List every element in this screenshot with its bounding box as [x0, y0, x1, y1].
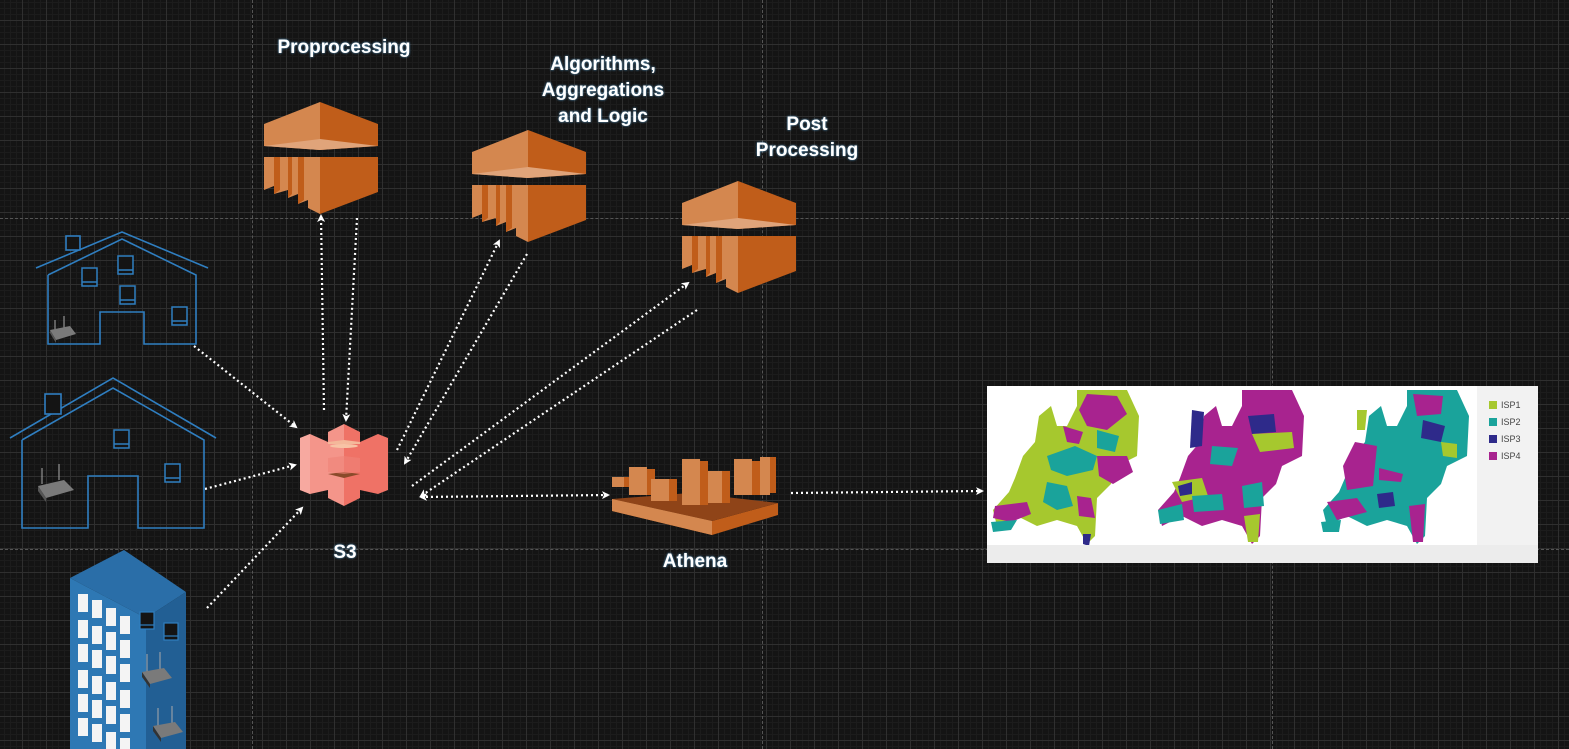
arrow-building-to-s3[interactable] [206, 506, 304, 609]
postprocessing-label[interactable]: Post Processing [755, 114, 859, 161]
router-icon [50, 316, 76, 343]
isp-legend: ISP1 ISP2 ISP3 ISP4 [1489, 396, 1521, 464]
arrow-s3-to-postprocessing[interactable] [411, 281, 690, 487]
arrow-house-large-to-s3[interactable] [204, 462, 297, 491]
page-break-vertical [1272, 0, 1273, 749]
legend-label: ISP3 [1501, 433, 1521, 444]
legend-swatch [1489, 400, 1497, 409]
arrow-preprocessing-to-s3[interactable] [342, 217, 359, 422]
isp-map-1 [991, 390, 1139, 546]
netherlands-maps [987, 386, 1538, 563]
legend-label: ISP4 [1501, 450, 1521, 461]
router-icon [153, 706, 183, 742]
legend-item-isp2: ISP2 [1489, 413, 1521, 430]
arrow-s3-athena-bidirectional[interactable] [419, 491, 610, 501]
isp-map-3 [1321, 390, 1469, 544]
algorithms-label[interactable]: Algorithms, Aggregations and Logic [541, 54, 665, 127]
preprocessing-compute-icon[interactable] [262, 100, 380, 216]
legend-swatch [1489, 417, 1497, 426]
house-icon-small[interactable] [34, 230, 210, 348]
page-break-vertical [762, 0, 763, 749]
arrow-postprocessing-to-s3[interactable] [419, 309, 698, 498]
athena-query-icon[interactable] [610, 455, 780, 535]
arrow-house-small-to-s3[interactable] [193, 345, 298, 429]
legend-label: ISP1 [1501, 399, 1521, 410]
isp-map-2 [1158, 390, 1304, 544]
legend-swatch [1489, 451, 1497, 460]
house-icon-large[interactable] [8, 376, 220, 532]
page-break-horizontal [0, 549, 1569, 550]
legend-swatch [1489, 434, 1497, 443]
preprocessing-label[interactable]: Proprocessing [277, 37, 411, 58]
s3-bucket-icon[interactable] [298, 422, 390, 506]
arrow-s3-to-preprocessing[interactable] [317, 214, 326, 411]
arrow-athena-to-maps[interactable] [790, 487, 984, 496]
isp-coverage-maps-image[interactable]: ISP1 ISP2 ISP3 ISP4 [987, 386, 1538, 563]
postprocessing-compute-icon[interactable] [680, 179, 798, 295]
apartment-building-icon[interactable] [68, 548, 188, 749]
page-break-vertical [252, 0, 253, 749]
legend-item-isp3: ISP3 [1489, 430, 1521, 447]
athena-label[interactable]: Athena [662, 551, 728, 572]
arrow-algorithms-to-s3[interactable] [403, 253, 528, 465]
router-icon [38, 464, 74, 502]
legend-item-isp4: ISP4 [1489, 447, 1521, 464]
arrow-s3-to-algorithms[interactable] [396, 239, 500, 451]
s3-label[interactable]: S3 [333, 542, 357, 563]
map-image-footer [987, 545, 1538, 563]
algorithms-compute-icon[interactable] [470, 128, 588, 244]
router-icon [142, 652, 172, 688]
legend-item-isp1: ISP1 [1489, 396, 1521, 413]
legend-label: ISP2 [1501, 416, 1521, 427]
